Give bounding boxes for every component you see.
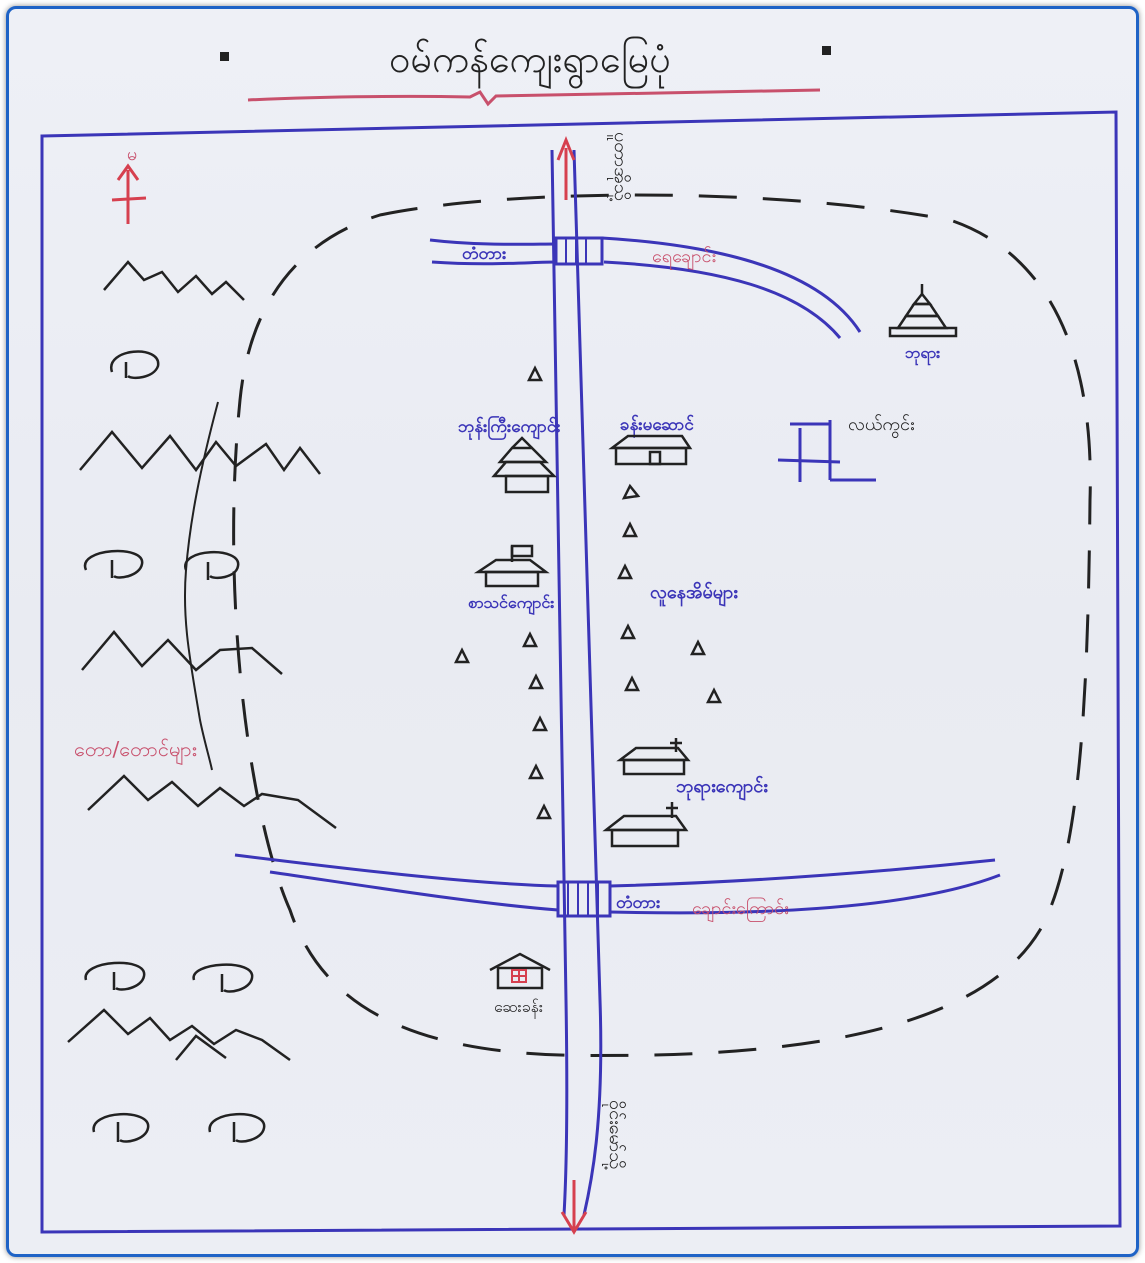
- stream-north-label: ရေချောင်း: [652, 246, 716, 270]
- north-arrow-icon: [111, 163, 147, 224]
- bridge-north-icon: [554, 236, 604, 266]
- footpath: [183, 401, 219, 771]
- stream-south: [234, 853, 1001, 915]
- church-icon: [602, 802, 689, 848]
- clinic-icon: [489, 952, 551, 990]
- map-title: ဝမ်ကန်ကျေးရွာမြေပုံ: [389, 37, 671, 89]
- house-icon: [619, 623, 637, 640]
- house-icon: [621, 521, 639, 538]
- house-icon: [689, 639, 707, 656]
- main-road: [550, 149, 603, 1216]
- house-icon: [623, 675, 641, 692]
- mountain-icon: [67, 260, 337, 1062]
- monastery-label: ဘုန်းကြီးကျောင်း: [457, 414, 561, 441]
- village-boundary: [232, 193, 1092, 1058]
- house-icon: [616, 563, 634, 580]
- tree-icon: [83, 350, 266, 1143]
- field-label: လယ်ကွင်း: [848, 414, 915, 438]
- school-icon: [473, 544, 550, 588]
- house-markers: [453, 365, 723, 820]
- road-south-label: ဝိုင်းမော်သို့: [602, 1100, 626, 1170]
- bridge-south-label: တံတား: [616, 893, 661, 913]
- title-group: ဝမ်ကန်ကျေးရွာမြေပုံ: [220, 37, 831, 107]
- house-icon: [535, 803, 553, 820]
- pagoda-label: ဘုရား: [905, 343, 940, 366]
- house-icon: [527, 673, 545, 690]
- title-underline: [247, 88, 821, 107]
- house-icon: [521, 631, 539, 648]
- road-arrow-south-icon: [560, 1180, 588, 1235]
- clinic-label: ဆေးခန်း: [494, 997, 543, 1019]
- houses-label: လူနေအိမ်များ: [650, 581, 738, 607]
- house-icon: [531, 715, 549, 732]
- house-icon: [705, 687, 723, 704]
- title-bullet-right: [822, 46, 831, 55]
- church-icon: [616, 738, 691, 776]
- monastery-icon: [491, 436, 558, 494]
- church-label: ဘုရားကျောင်း: [676, 775, 768, 801]
- mountains-forests-label: တော/တောင်များ: [74, 737, 197, 765]
- bridge-south-icon: [556, 880, 612, 918]
- house-icon: [526, 365, 544, 382]
- bridge-north-label: တံတား: [462, 244, 507, 264]
- map-frame: [6, 6, 1139, 1257]
- compass-label: မ: [127, 144, 137, 165]
- map-border: [40, 110, 1122, 1234]
- road-north-label: ပူတာအိုသို့: [607, 132, 631, 201]
- hall-icon: [608, 434, 693, 466]
- school-label: စာသင်ကျောင်း: [468, 593, 554, 615]
- house-icon: [621, 483, 641, 500]
- stream-south-label: ချောင်းကြောင်း: [692, 897, 789, 922]
- house-icon: [453, 647, 471, 664]
- title-bullet-left: [220, 52, 229, 61]
- pagoda-icon: [888, 284, 958, 338]
- stream-north: [429, 236, 862, 339]
- road-arrow-north-icon: [556, 135, 576, 200]
- field-icon: [777, 420, 876, 482]
- house-icon: [527, 763, 545, 780]
